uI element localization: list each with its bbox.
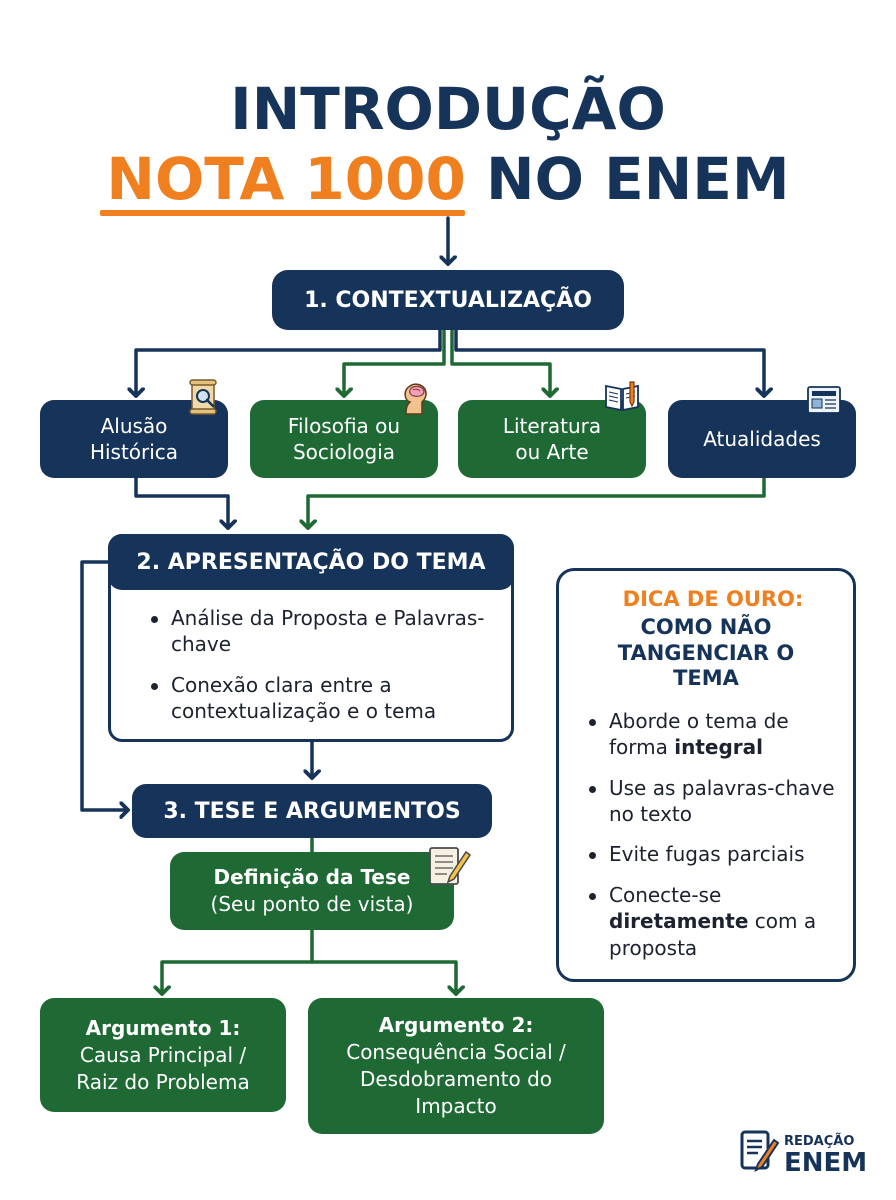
arrow-to-alusao <box>136 328 442 396</box>
tip-bullets: Aborde o tema de forma integral Use as p… <box>587 708 839 961</box>
argument-2-line1: Consequência Social / <box>346 1040 566 1064</box>
argument-2-heading: Argumento 2: <box>378 1013 534 1037</box>
argument-2-line2: Desdobramento do <box>359 1067 553 1091</box>
document-pencil-icon <box>429 847 472 885</box>
argument-2: Argumento 2: Consequência Social / Desdo… <box>308 998 604 1134</box>
category-atualidades-line1: Atualidades <box>703 427 821 451</box>
title-line-1: INTRODUÇÃO <box>0 80 896 138</box>
category-alusao-historica: Alusão Histórica <box>40 400 228 478</box>
arrow-tese-to-arguments <box>162 928 314 994</box>
thinking-head-icon <box>404 383 427 415</box>
title-no-enem: NO ENEM <box>486 145 790 213</box>
argument-1-line1: Causa Principal / <box>79 1042 247 1067</box>
arrow-tese-to-argument2 <box>310 960 456 994</box>
book-pen-icon <box>605 381 639 412</box>
dica-de-ouro-panel: DICA DE OURO: COMO NÃO TANGENCIAR O TEMA… <box>556 568 856 982</box>
arrow-to-literatura <box>450 328 550 396</box>
category-literatura-arte: Literatura ou Arte <box>458 400 646 478</box>
category-alusao-line2: Histórica <box>89 440 179 464</box>
arrow-loop-to-step3 <box>80 560 128 810</box>
category-filosofia-line1: Filosofia ou <box>287 414 401 438</box>
argument-1-line2: Raiz do Problema <box>76 1069 250 1094</box>
tip-bullet-integral-text: Aborde o tema de forma <box>609 708 789 760</box>
category-literatura-line2: ou Arte <box>515 440 589 464</box>
category-literatura-line1: Literatura <box>502 414 602 438</box>
bullet-analise-proposta: Análise da Proposta e Palavras-chave <box>149 605 493 658</box>
tip-bullet-diretamente-post: com a proposta <box>609 909 817 960</box>
arrow-to-atualidades <box>454 328 764 396</box>
tip-title-orange: DICA DE OURO: <box>622 587 804 611</box>
brand-big-text: ENEM <box>784 1148 868 1178</box>
arrow-to-filosofia <box>344 328 446 396</box>
title-nota-1000: NOTA 1000 <box>106 145 466 213</box>
step-apresentacao-label: 2. APRESENTAÇÃO DO TEMA <box>136 549 486 575</box>
title-introducao: INTRODUÇÃO <box>230 75 666 143</box>
tese-definition: Definição da Tese (Seu ponto de vista) <box>170 852 454 930</box>
tip-bullet-integral-bold: integral <box>674 735 763 760</box>
tese-heading: Definição da Tese <box>213 865 411 889</box>
arrow-alusao-to-step2 <box>134 476 228 528</box>
brand-document-pen-icon <box>740 1130 780 1172</box>
newspaper-icon <box>807 386 841 414</box>
tip-bullet-palavras-chave: Use as palavras-chave no texto <box>587 775 839 828</box>
tip-bullet-diretamente-pre: Conecte-se <box>609 882 722 907</box>
category-filosofia-line2: Sociologia <box>292 440 396 464</box>
tese-subtitle: (Seu ponto de vista) <box>210 892 414 916</box>
argument-1: Argumento 1: Causa Principal / Raiz do P… <box>40 998 286 1112</box>
arrow-atualidades-to-step2 <box>308 476 766 528</box>
apresentacao-bullets: Análise da Proposta e Palavras-chave Con… <box>149 605 493 725</box>
brand-small-text: REDAÇÃO <box>784 1134 855 1149</box>
tip-bullet-diretamente: Conecte-se diretamente com a proposta <box>587 882 839 961</box>
tip-bullet-diretamente-bold: diretamente <box>609 909 749 934</box>
tip-title-navy: COMO NÃO TANGENCIAR O TEMA <box>617 615 795 691</box>
argument-1-heading: Argumento 1: <box>85 1015 241 1040</box>
title-line-2: NOTA 1000 NO ENEM <box>0 150 896 208</box>
step-tese-label: 3. TESE E ARGUMENTOS <box>163 798 461 824</box>
scroll-magnifier-icon <box>189 379 217 415</box>
title-underline <box>100 210 465 216</box>
bullet-conexao-clara: Conexão clara entre a contextualização e… <box>149 672 493 725</box>
step-contextualizacao-label: 1. CONTEXTUALIZAÇÃO <box>304 287 592 313</box>
step-contextualizacao: 1. CONTEXTUALIZAÇÃO <box>272 270 624 330</box>
tip-bullet-integral: Aborde o tema de forma integral <box>587 708 839 761</box>
step-tese-argumentos: 3. TESE E ARGUMENTOS <box>132 784 492 838</box>
argument-2-line3: Impacto <box>415 1094 497 1118</box>
brand-logo: REDAÇÃO ENEM <box>740 1128 880 1182</box>
tip-bullet-fugas: Evite fugas parciais <box>587 841 839 867</box>
category-alusao-line1: Alusão <box>100 414 168 438</box>
step-apresentacao-tema: 2. APRESENTAÇÃO DO TEMA <box>108 534 514 590</box>
